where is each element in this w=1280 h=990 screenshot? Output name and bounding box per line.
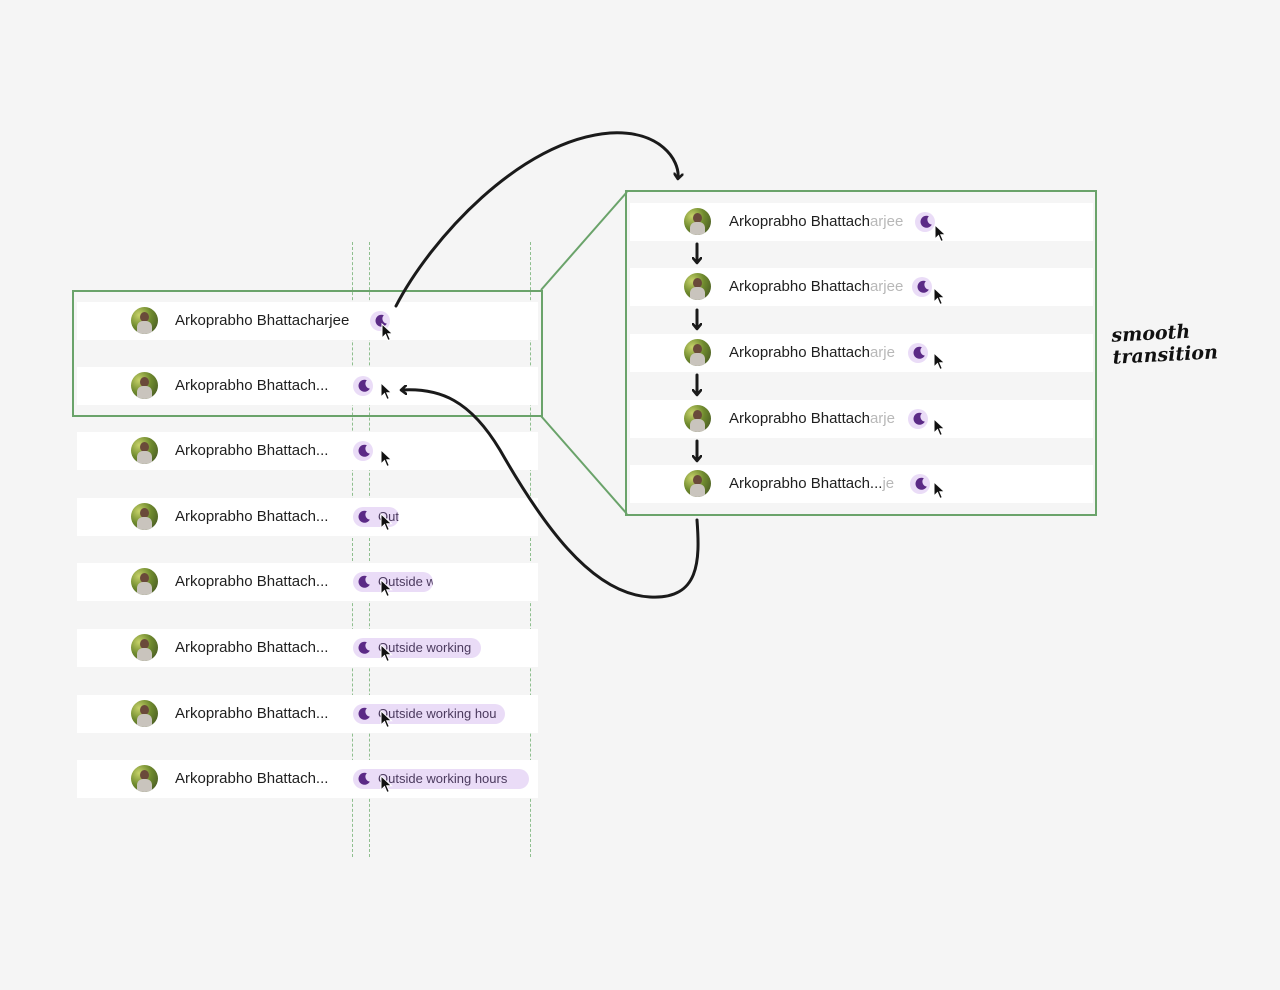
status-chip[interactable]: Outside working hours — [353, 769, 529, 789]
person-name: Arkoprabho Bhattach... — [175, 573, 329, 590]
avatar — [131, 700, 158, 727]
avatar — [684, 405, 711, 432]
zoom-item-1[interactable]: Arkoprabho Bhattacharjee — [630, 203, 1093, 241]
list-item-step-4[interactable]: Arkoprabho Bhattach... Out — [77, 498, 538, 536]
zoom-item-2[interactable]: Arkoprabho Bhattacharjee — [630, 268, 1093, 306]
status-label: Outside working — [378, 640, 472, 655]
person-name: Arkoprabho Bhattach... — [175, 770, 329, 787]
annotation-note: smooth transition — [1111, 319, 1218, 369]
status-label: Outside working hou — [378, 706, 497, 721]
zoom-item-4[interactable]: Arkoprabho Bhattacharje — [630, 400, 1093, 438]
list-item-step-2[interactable]: Arkoprabho Bhattach... — [77, 367, 538, 405]
list-item-step-3[interactable]: Arkoprabho Bhattach... — [77, 432, 538, 470]
avatar — [684, 339, 711, 366]
avatar — [684, 273, 711, 300]
status-label: Outside w — [378, 574, 433, 589]
status-chip[interactable] — [908, 409, 928, 429]
person-name: Arkoprabho Bhattach... — [175, 639, 329, 656]
avatar — [131, 765, 158, 792]
list-item-step-1[interactable]: Arkoprabho Bhattacharjee — [77, 302, 538, 340]
status-chip[interactable] — [915, 212, 935, 232]
person-name: Arkoprabho Bhattach... — [175, 377, 329, 394]
list-item-step-6[interactable]: Arkoprabho Bhattach... Outside working — [77, 629, 538, 667]
status-chip[interactable] — [910, 474, 930, 494]
person-name: Arkoprabho Bhattacharje — [729, 344, 895, 361]
avatar — [131, 307, 158, 334]
list-item-step-8[interactable]: Arkoprabho Bhattach... Outside working h… — [77, 760, 538, 798]
guide-line-2 — [369, 242, 370, 857]
guide-line-3 — [530, 242, 531, 857]
status-chip[interactable] — [370, 311, 390, 331]
person-name: Arkoprabho Bhattach... — [175, 442, 329, 459]
avatar — [131, 503, 158, 530]
guide-line-1 — [352, 242, 353, 857]
avatar — [684, 208, 711, 235]
person-name: Arkoprabho Bhattacharjee — [729, 278, 904, 295]
person-name: Arkoprabho Bhattach...je — [729, 475, 895, 492]
avatar — [131, 634, 158, 661]
zoom-item-3[interactable]: Arkoprabho Bhattacharje — [630, 334, 1093, 372]
status-chip[interactable] — [353, 376, 373, 396]
avatar — [684, 470, 711, 497]
zoom-connector-bottom — [540, 415, 628, 515]
status-chip[interactable] — [908, 343, 928, 363]
zoom-item-5[interactable]: Arkoprabho Bhattach...je — [630, 465, 1093, 503]
avatar — [131, 437, 158, 464]
list-item-step-5[interactable]: Arkoprabho Bhattach... Outside w — [77, 563, 538, 601]
zoom-connector-top — [540, 191, 628, 291]
person-name: Arkoprabho Bhattacharjee — [729, 213, 904, 230]
arrow-back-to-list — [402, 390, 700, 599]
avatar — [131, 372, 158, 399]
person-name: Arkoprabho Bhattach... — [175, 508, 329, 525]
arrow-into-zoom — [394, 131, 678, 308]
person-name: Arkoprabho Bhattacharjee — [175, 312, 350, 329]
status-label: Outside working hours — [378, 771, 508, 786]
person-name: Arkoprabho Bhattacharje — [729, 410, 895, 427]
list-item-step-7[interactable]: Arkoprabho Bhattach... Outside working h… — [77, 695, 538, 733]
status-chip[interactable]: Outside working hou — [353, 704, 505, 724]
person-name: Arkoprabho Bhattach... — [175, 705, 329, 722]
avatar — [131, 568, 158, 595]
status-chip[interactable] — [353, 441, 373, 461]
status-chip[interactable] — [912, 277, 932, 297]
status-chip[interactable]: Outside w — [353, 572, 433, 592]
highlight-frame — [72, 290, 543, 417]
